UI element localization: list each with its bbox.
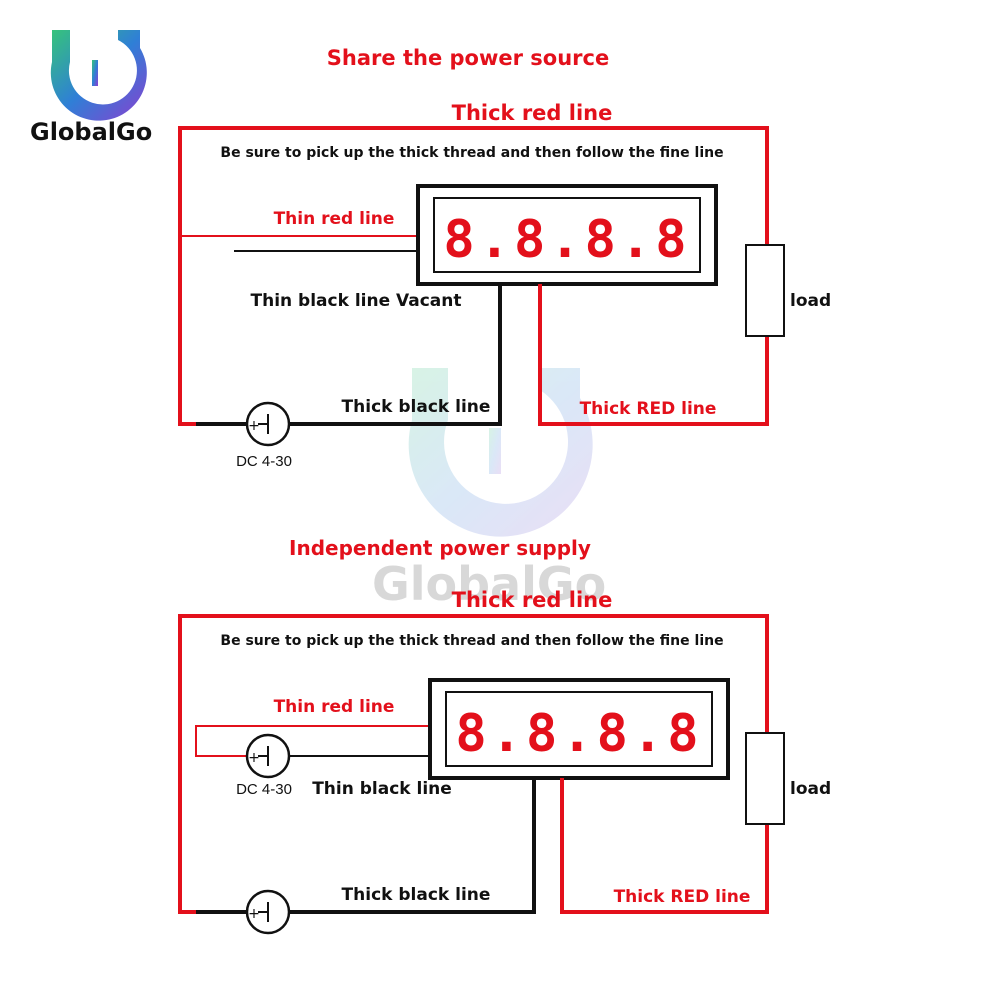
- top-load-label: load: [790, 291, 831, 311]
- bottom-load-label: load: [790, 779, 831, 799]
- watermark-logo-icon: [408, 368, 593, 537]
- watermark: GlobalGo: [372, 368, 606, 611]
- bottom-thick-red-load-wire: [560, 778, 769, 914]
- bottom-thick-red-bottom-label: Thick RED line: [614, 887, 751, 907]
- brand-name: GlobalGo: [30, 118, 152, 146]
- top-thin-red-label: Thin red line: [274, 209, 395, 229]
- bottom-thick-red-wire: [178, 614, 769, 914]
- top-plus-icon: +: [248, 418, 260, 434]
- top-thick-red-bottom-label: Thick RED line: [580, 399, 717, 419]
- bottom-display-window: [445, 691, 713, 767]
- top-thick-black-label: Thick black line: [342, 397, 491, 417]
- top-display-digits: 8.8.8.8: [443, 210, 690, 270]
- top-load-resistor-icon: [745, 244, 785, 337]
- top-heading: Share the power source: [327, 46, 609, 70]
- watermark-text: GlobalGo: [372, 557, 606, 611]
- bottom-display-digits: 8.8.8.8: [455, 704, 702, 764]
- top-dc-label: DC 4-30: [236, 453, 292, 470]
- top-thin-black-label: Thin black line Vacant: [251, 291, 462, 311]
- bottom-thin-red-wire: [195, 725, 430, 757]
- bottom-thin-red-label: Thin red line: [274, 697, 395, 717]
- top-thick-red-wire: [178, 126, 769, 426]
- brand-logo: GlobalGo: [30, 30, 152, 146]
- top-thick-red-label: Thick red line: [452, 101, 613, 125]
- bottom-heading: Independent power supply: [289, 536, 591, 560]
- bottom-diagram: Independent power supply Thick red line …: [178, 536, 831, 935]
- bottom-thick-red-label: Thick red line: [452, 588, 613, 612]
- bottom-instruction: Be sure to pick up the thick thread and …: [220, 633, 723, 649]
- top-thick-red-load-wire: [538, 284, 769, 426]
- top-instruction: Be sure to pick up the thick thread and …: [220, 145, 723, 161]
- top-thick-black-wire: [336, 284, 502, 426]
- bottom-plus-icon: +: [248, 750, 260, 766]
- bottom-load-resistor-icon: [745, 732, 785, 825]
- bottom-thick-black-wire: [290, 778, 536, 914]
- logo-mark-icon: [50, 30, 147, 121]
- top-diagram: Share the power source Thick red line Be…: [178, 46, 831, 470]
- bottom-thin-black-label: Thin black line: [312, 779, 452, 799]
- bottom-main-plus-icon: +: [248, 906, 260, 922]
- bottom-dc-label: DC 4-30: [236, 781, 292, 798]
- bottom-thick-black-label: Thick black line: [342, 885, 491, 905]
- top-display-window: [433, 197, 701, 273]
